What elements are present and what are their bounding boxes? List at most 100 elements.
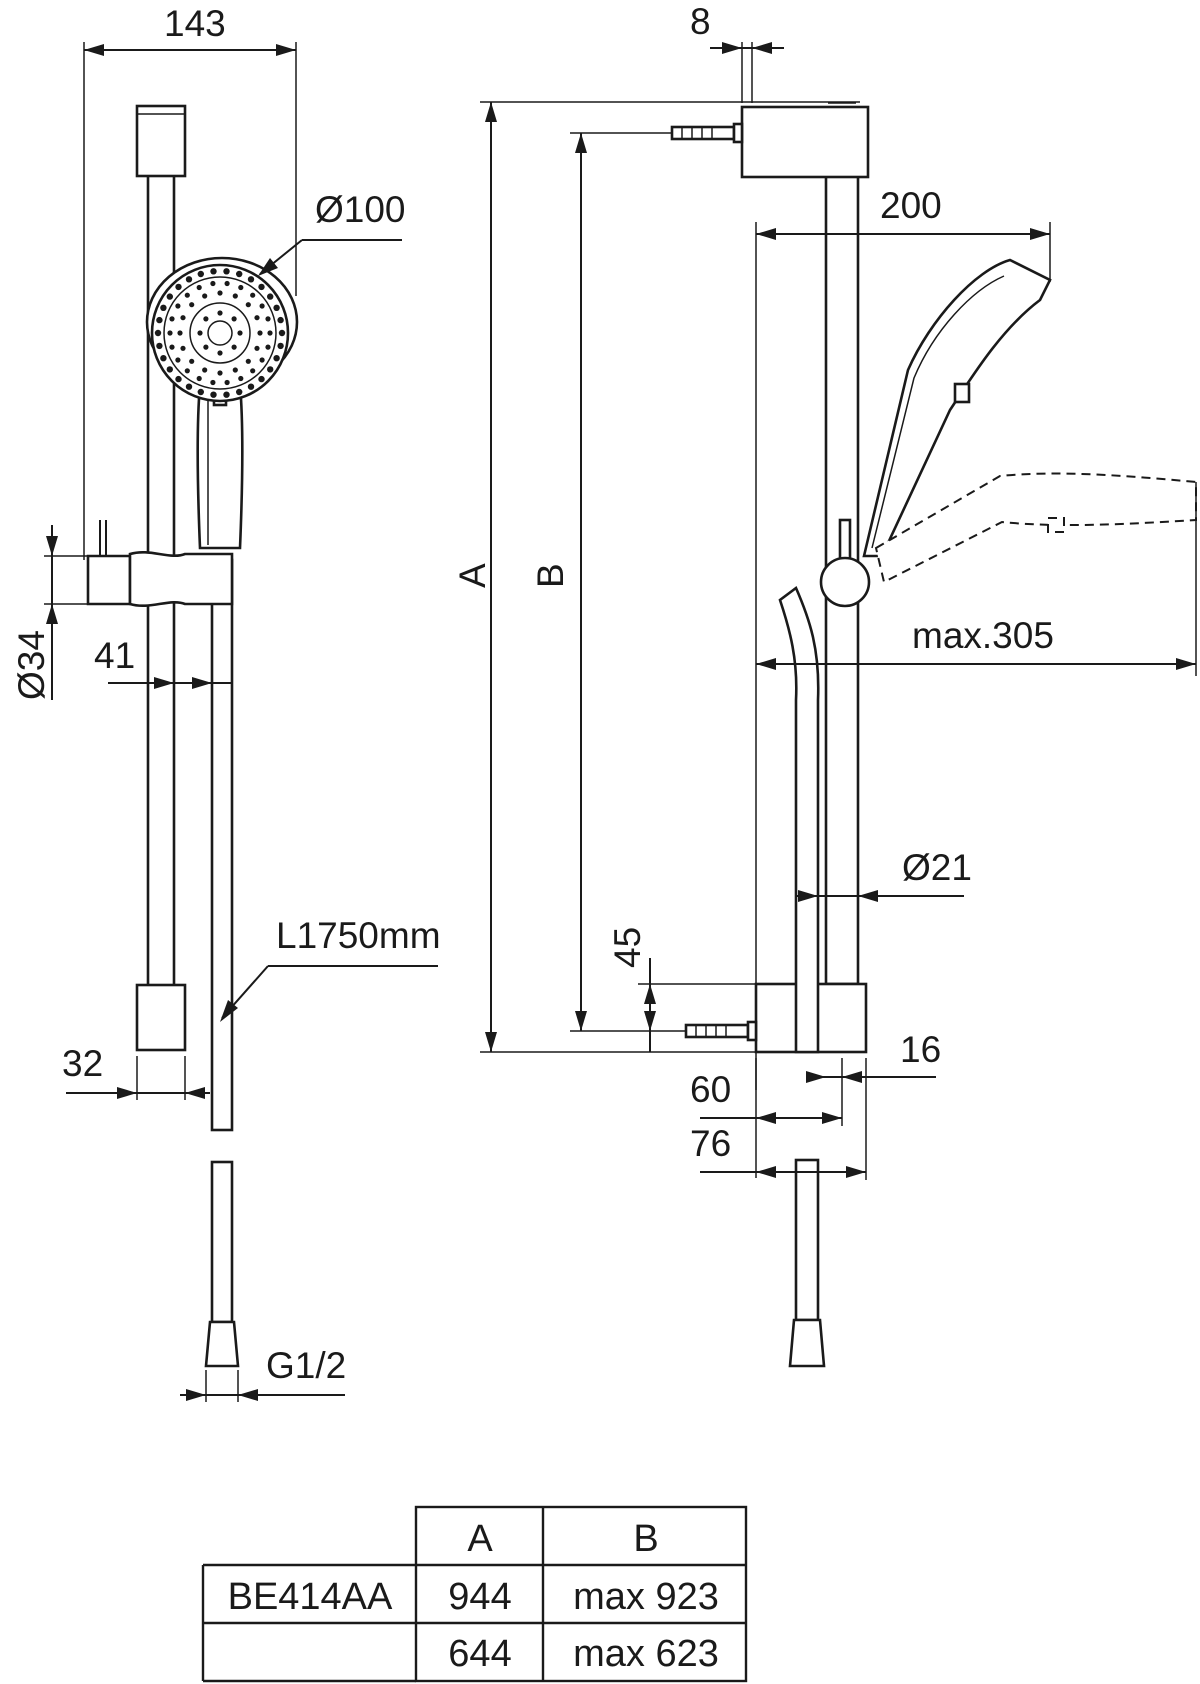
nozzle [254,345,260,351]
side-handle-alt [874,472,1197,584]
dim-8: 8 [690,1,711,42]
nozzle [197,330,203,336]
nozzle [238,375,244,382]
nozzle [210,379,216,386]
nozzle [166,293,173,300]
nozzle [258,283,265,291]
nozzle [177,330,183,336]
table-row-1-a: 944 [448,1576,511,1618]
dim-143: 143 [164,3,226,44]
dim-dia-21: Ø21 [902,847,972,888]
nozzle [156,316,163,324]
nozzle [160,355,167,362]
nozzle [245,358,251,364]
nozzle [224,379,230,386]
dim-thread: G1/2 [266,1345,346,1386]
nozzle [210,280,216,287]
nozzle [197,388,204,396]
table-header-b: B [633,1518,658,1560]
dim-hose-length: L1750mm [276,915,441,956]
nozzle [265,344,271,350]
nozzle [167,330,173,336]
nozzle [184,368,190,374]
nozzle [185,383,193,390]
nozzle [175,357,181,363]
table-row-1-b: max 923 [573,1576,719,1618]
nozzle [169,316,175,322]
nozzle [236,270,243,278]
nozzle [156,342,163,350]
nozzle [265,316,271,322]
dim-16: 16 [900,1029,941,1070]
nozzle [196,375,202,382]
front-handle [196,383,244,550]
nozzle [245,302,251,308]
shower-head-face [150,263,290,403]
nozzle [175,303,181,309]
nozzle [210,391,217,398]
nozzle [196,284,202,291]
nozzle [203,316,209,322]
side-hose-curve [778,585,820,1054]
front-view [86,104,299,1368]
front-bottom-cap [135,983,187,1052]
nozzle [160,304,167,311]
nozzle [189,302,195,308]
dim-dia-100: Ø100 [315,189,406,230]
dim-32: 32 [62,1043,103,1084]
nozzle [217,310,223,316]
dim-76: 76 [690,1123,731,1164]
hose-lower [210,1160,234,1324]
dim-max-305: max.305 [912,615,1054,656]
dim-41: 41 [94,635,135,676]
nozzle [273,304,280,311]
nozzle [254,315,260,321]
nozzle [180,315,186,321]
table-row-2-b: max 623 [573,1633,719,1675]
nozzle [277,342,284,350]
slider-knob [819,556,871,608]
nozzle [232,293,238,299]
top-screw [670,122,744,144]
dim-label-a: A [452,563,493,588]
table-row-2-a: 644 [448,1633,511,1675]
nozzle [202,293,208,299]
nozzle [175,375,182,383]
nozzle [180,345,186,351]
side-hose-lower [794,1158,820,1322]
nozzle [273,355,280,362]
nozzle [203,344,209,350]
table-header-a: A [467,1518,493,1560]
dim-60: 60 [690,1069,731,1110]
bottom-screw [684,1020,758,1042]
dimension-table: A B BE414AA 944 max 923 644 max 623 [201,1505,748,1683]
nozzle [154,329,162,337]
nozzle [189,358,195,364]
nozzle [217,370,223,376]
nozzle [247,276,255,283]
nozzle [259,303,265,309]
dim-200: 200 [880,185,942,226]
nozzle [185,276,193,283]
nozzle [231,316,237,322]
nozzle [175,283,182,291]
dim-label-b: B [530,563,571,588]
nozzle [232,367,238,373]
nozzle [184,292,190,298]
nozzle [247,383,255,390]
front-dimensions: 143 Ø100 Ø34 41 L1750mm 32 [11,3,441,1402]
nozzle [259,357,265,363]
nozzle [238,284,244,291]
nozzle [278,329,286,337]
nozzle [169,344,175,350]
nozzle-pattern [154,268,286,398]
side-dimensions: 8 A B 45 200 max.305 [452,1,1197,1180]
hose-upper [210,558,234,1132]
nozzle [166,366,173,373]
nozzle [250,292,256,298]
nozzle [223,268,230,275]
nozzle [258,375,265,383]
dim-dia-34: Ø34 [11,630,52,700]
nozzle [202,367,208,373]
